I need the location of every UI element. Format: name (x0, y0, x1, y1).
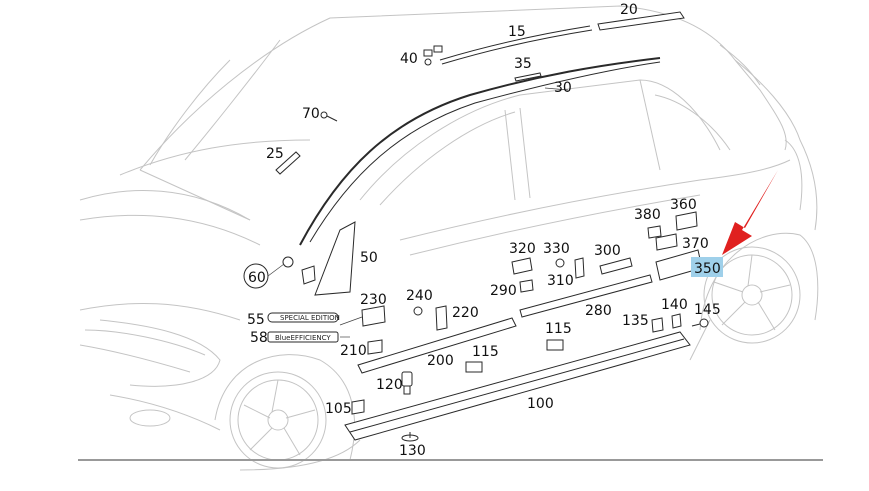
part-105-clip (351, 399, 365, 415)
callout-360: 360 (670, 197, 697, 213)
part-115-clip-a (465, 361, 483, 373)
callout-140: 140 (661, 297, 688, 313)
callout-230: 230 (360, 292, 387, 308)
part-25-clips (275, 151, 301, 175)
callout-105: 105 (325, 401, 352, 417)
part-140-clip (671, 313, 682, 329)
callout-320: 320 (509, 241, 536, 257)
part-15-roof-molding (439, 25, 593, 65)
callout-25: 25 (266, 146, 284, 162)
callout-310: 310 (547, 273, 574, 289)
part-230-bracket (361, 305, 386, 327)
callout-330: 330 (543, 241, 570, 257)
part-280-rear-door-molding (519, 274, 653, 318)
callout-240: 240 (406, 288, 433, 304)
callout-130: 130 (399, 443, 426, 459)
callout-55: 55 (247, 312, 265, 328)
callout-370: 370 (682, 236, 709, 252)
part-210-clip (367, 339, 383, 355)
part-115-clip-b (546, 339, 564, 351)
callout-100: 100 (527, 396, 554, 412)
callout-145: 145 (694, 302, 721, 318)
part-35-strip (514, 72, 542, 82)
leader-lines (267, 87, 569, 338)
callout-200: 200 (427, 353, 454, 369)
part-370-clip (655, 233, 678, 251)
callout-120: 120 (376, 377, 403, 393)
parts: SPECIAL EDITION BlueEFFICIENCY (243, 11, 709, 442)
callout-210: 210 (340, 343, 367, 359)
part-135-clip (651, 317, 664, 333)
callout-290: 290 (490, 283, 517, 299)
callout-50: 50 (360, 250, 378, 266)
callout-300: 300 (594, 243, 621, 259)
part-360-bracket (675, 211, 698, 231)
red-arrow (722, 170, 778, 255)
part-30-roof-rail (299, 57, 661, 246)
part-300-strip (599, 257, 633, 275)
callout-280: 280 (585, 303, 612, 319)
part-55-badge: SPECIAL EDITION (267, 312, 340, 323)
callout-30: 30 (554, 80, 572, 96)
part-130-fastener (401, 432, 419, 442)
callout-20: 20 (620, 2, 638, 18)
part-70-screw (320, 111, 338, 122)
badge-blue-efficiency: BlueEFFICIENCY (275, 334, 331, 342)
callout-58: 58 (250, 330, 268, 346)
part-100-sill-panel (344, 331, 691, 441)
badge-special-edition: SPECIAL EDITION (280, 314, 340, 322)
part-145-fastener (691, 318, 709, 328)
callout-15: 15 (508, 24, 526, 40)
callout-40: 40 (400, 51, 418, 67)
part-60-grommet (243, 256, 316, 289)
part-40-clips (423, 45, 443, 66)
part-240-clip (413, 306, 423, 316)
part-330-clip (555, 258, 565, 268)
callout-135: 135 (622, 313, 649, 329)
callout-labels: 20 15 40 35 30 70 25 60 50 55 58 230 240… (247, 2, 721, 459)
callout-115-b: 115 (545, 321, 572, 337)
part-320-bracket (511, 257, 533, 275)
callout-60: 60 (248, 270, 266, 286)
part-310-clip (574, 257, 585, 279)
callout-115-a: 115 (472, 344, 499, 360)
callout-350-highlighted: 350 (694, 261, 721, 277)
part-220-clip (435, 305, 448, 331)
part-50-pillar-trim (314, 221, 356, 296)
callout-35: 35 (514, 56, 532, 72)
part-120-plug (401, 371, 413, 395)
part-58-badge: BlueEFFICIENCY (267, 331, 339, 343)
callout-380: 380 (634, 207, 661, 223)
part-290-clip (519, 279, 534, 293)
part-380-clip (647, 225, 662, 239)
highlight-350-box (691, 257, 723, 277)
car-body-outline (79, 5, 819, 471)
part-front-door-molding (357, 317, 517, 374)
callout-70: 70 (302, 106, 320, 122)
part-20-roof-strip (597, 11, 685, 31)
callout-220: 220 (452, 305, 479, 321)
